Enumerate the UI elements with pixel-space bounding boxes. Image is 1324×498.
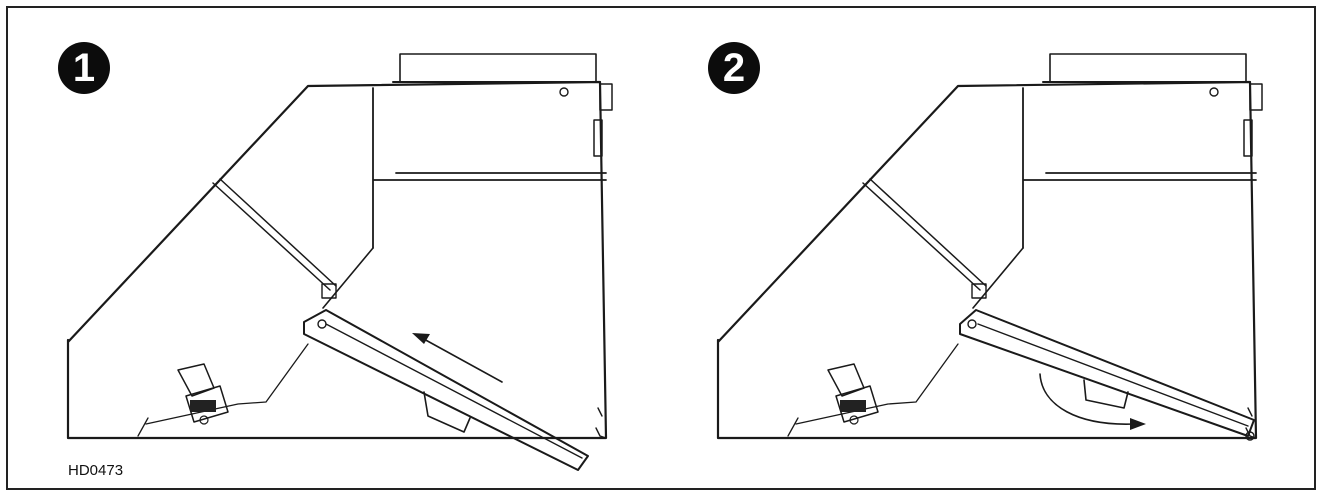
latch-side — [593, 119, 603, 157]
panel-pivot — [967, 319, 977, 329]
top-collar — [1049, 53, 1247, 83]
sliding-panel-edge — [977, 323, 1249, 427]
cable-end — [787, 417, 799, 437]
inner-diagonal — [322, 247, 374, 309]
filter-rod — [212, 178, 337, 291]
latch-top — [1249, 83, 1263, 111]
fastener — [1209, 87, 1219, 97]
panel-handle — [1083, 379, 1129, 409]
sliding-panel — [303, 309, 589, 471]
hood-body-outline — [66, 80, 608, 440]
arrow-head-icon — [412, 333, 430, 344]
hood-body-outline — [716, 80, 1258, 440]
step-2-panel: 2 — [658, 8, 1312, 492]
panel-handle — [423, 391, 471, 433]
step-2-drawing — [716, 53, 1263, 441]
figure-code: HD0473 — [68, 462, 124, 479]
upper-chamber — [372, 87, 607, 249]
cable-end — [137, 417, 149, 437]
step-1-panel: 1 HD0473 — [8, 8, 662, 492]
fastener — [559, 87, 569, 97]
motor-icon — [177, 363, 229, 425]
bottom-latch — [1245, 407, 1257, 439]
slide-arrow — [421, 337, 503, 383]
step-1-drawing — [66, 53, 613, 471]
latch-top — [599, 83, 613, 111]
filter-rod — [862, 178, 987, 291]
illustration-frame: 1 HD0473 — [6, 6, 1316, 490]
panel-end-pin — [1245, 431, 1255, 441]
arrow-head-icon — [1130, 418, 1146, 430]
top-collar — [399, 53, 597, 83]
sliding-panel — [959, 309, 1255, 437]
sliding-panel-edge — [325, 323, 583, 459]
motor-icon — [827, 363, 879, 425]
step-2-badge: 2 — [708, 42, 760, 94]
bottom-latch — [595, 407, 607, 439]
latch-side — [1243, 119, 1253, 157]
rod-bracket — [971, 283, 987, 299]
upper-chamber — [1022, 87, 1257, 249]
rotate-arrow — [1039, 373, 1135, 425]
rod-bracket — [321, 283, 337, 299]
inner-diagonal — [972, 247, 1024, 309]
step-1-badge: 1 — [58, 42, 110, 94]
panel-pivot — [317, 319, 327, 329]
